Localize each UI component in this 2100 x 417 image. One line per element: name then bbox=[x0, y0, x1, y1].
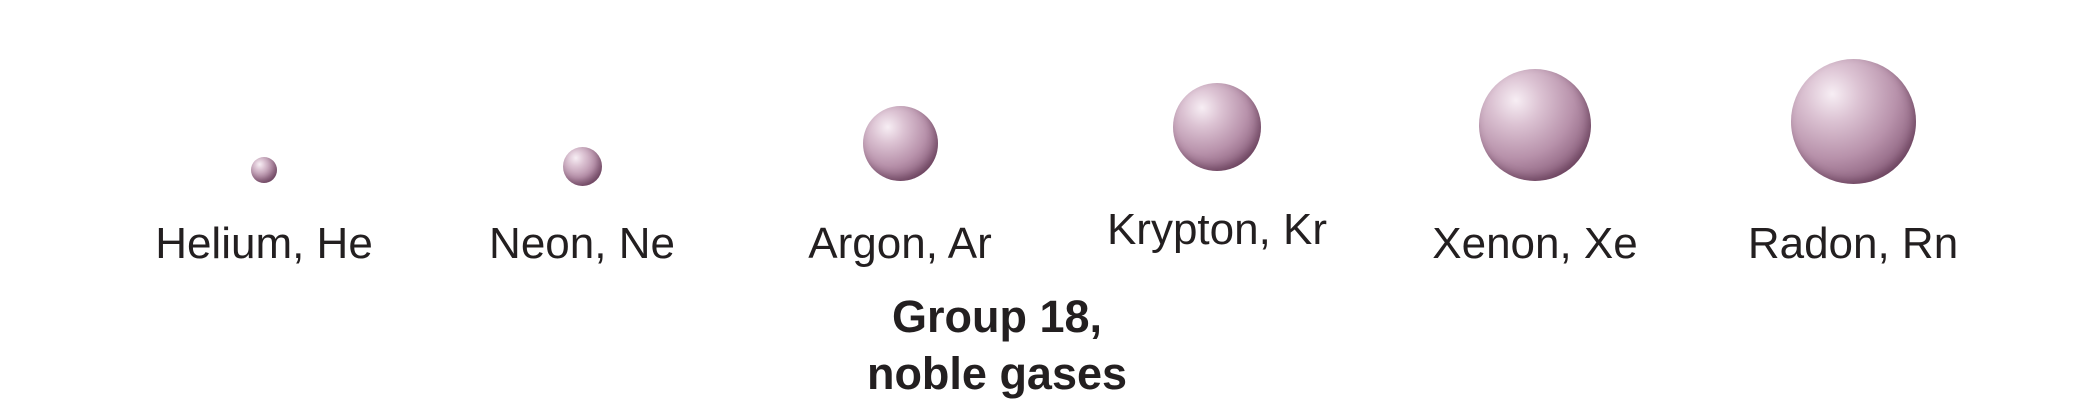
group-title: Group 18, noble gases bbox=[867, 288, 1127, 402]
group-title-line-1: Group 18, bbox=[891, 291, 1103, 342]
radon-atom-sphere bbox=[1790, 58, 1916, 184]
krypton-atom-sphere bbox=[1173, 83, 1261, 171]
krypton-label: Krypton, Kr bbox=[1106, 205, 1328, 254]
xenon-label: Xenon, Xe bbox=[1432, 219, 1638, 268]
radon-label: Radon, Rn bbox=[1747, 219, 1959, 268]
neon-atom-sphere bbox=[562, 146, 602, 186]
group-title-line-2: noble gases bbox=[866, 348, 1128, 399]
argon-label: Argon, Ar bbox=[808, 219, 992, 268]
xenon-atom-sphere bbox=[1479, 69, 1591, 181]
argon-atom-sphere bbox=[862, 105, 938, 181]
helium-label: Helium, He bbox=[155, 219, 373, 268]
neon-label: Neon, Ne bbox=[489, 219, 675, 268]
helium-atom-sphere bbox=[251, 157, 277, 183]
